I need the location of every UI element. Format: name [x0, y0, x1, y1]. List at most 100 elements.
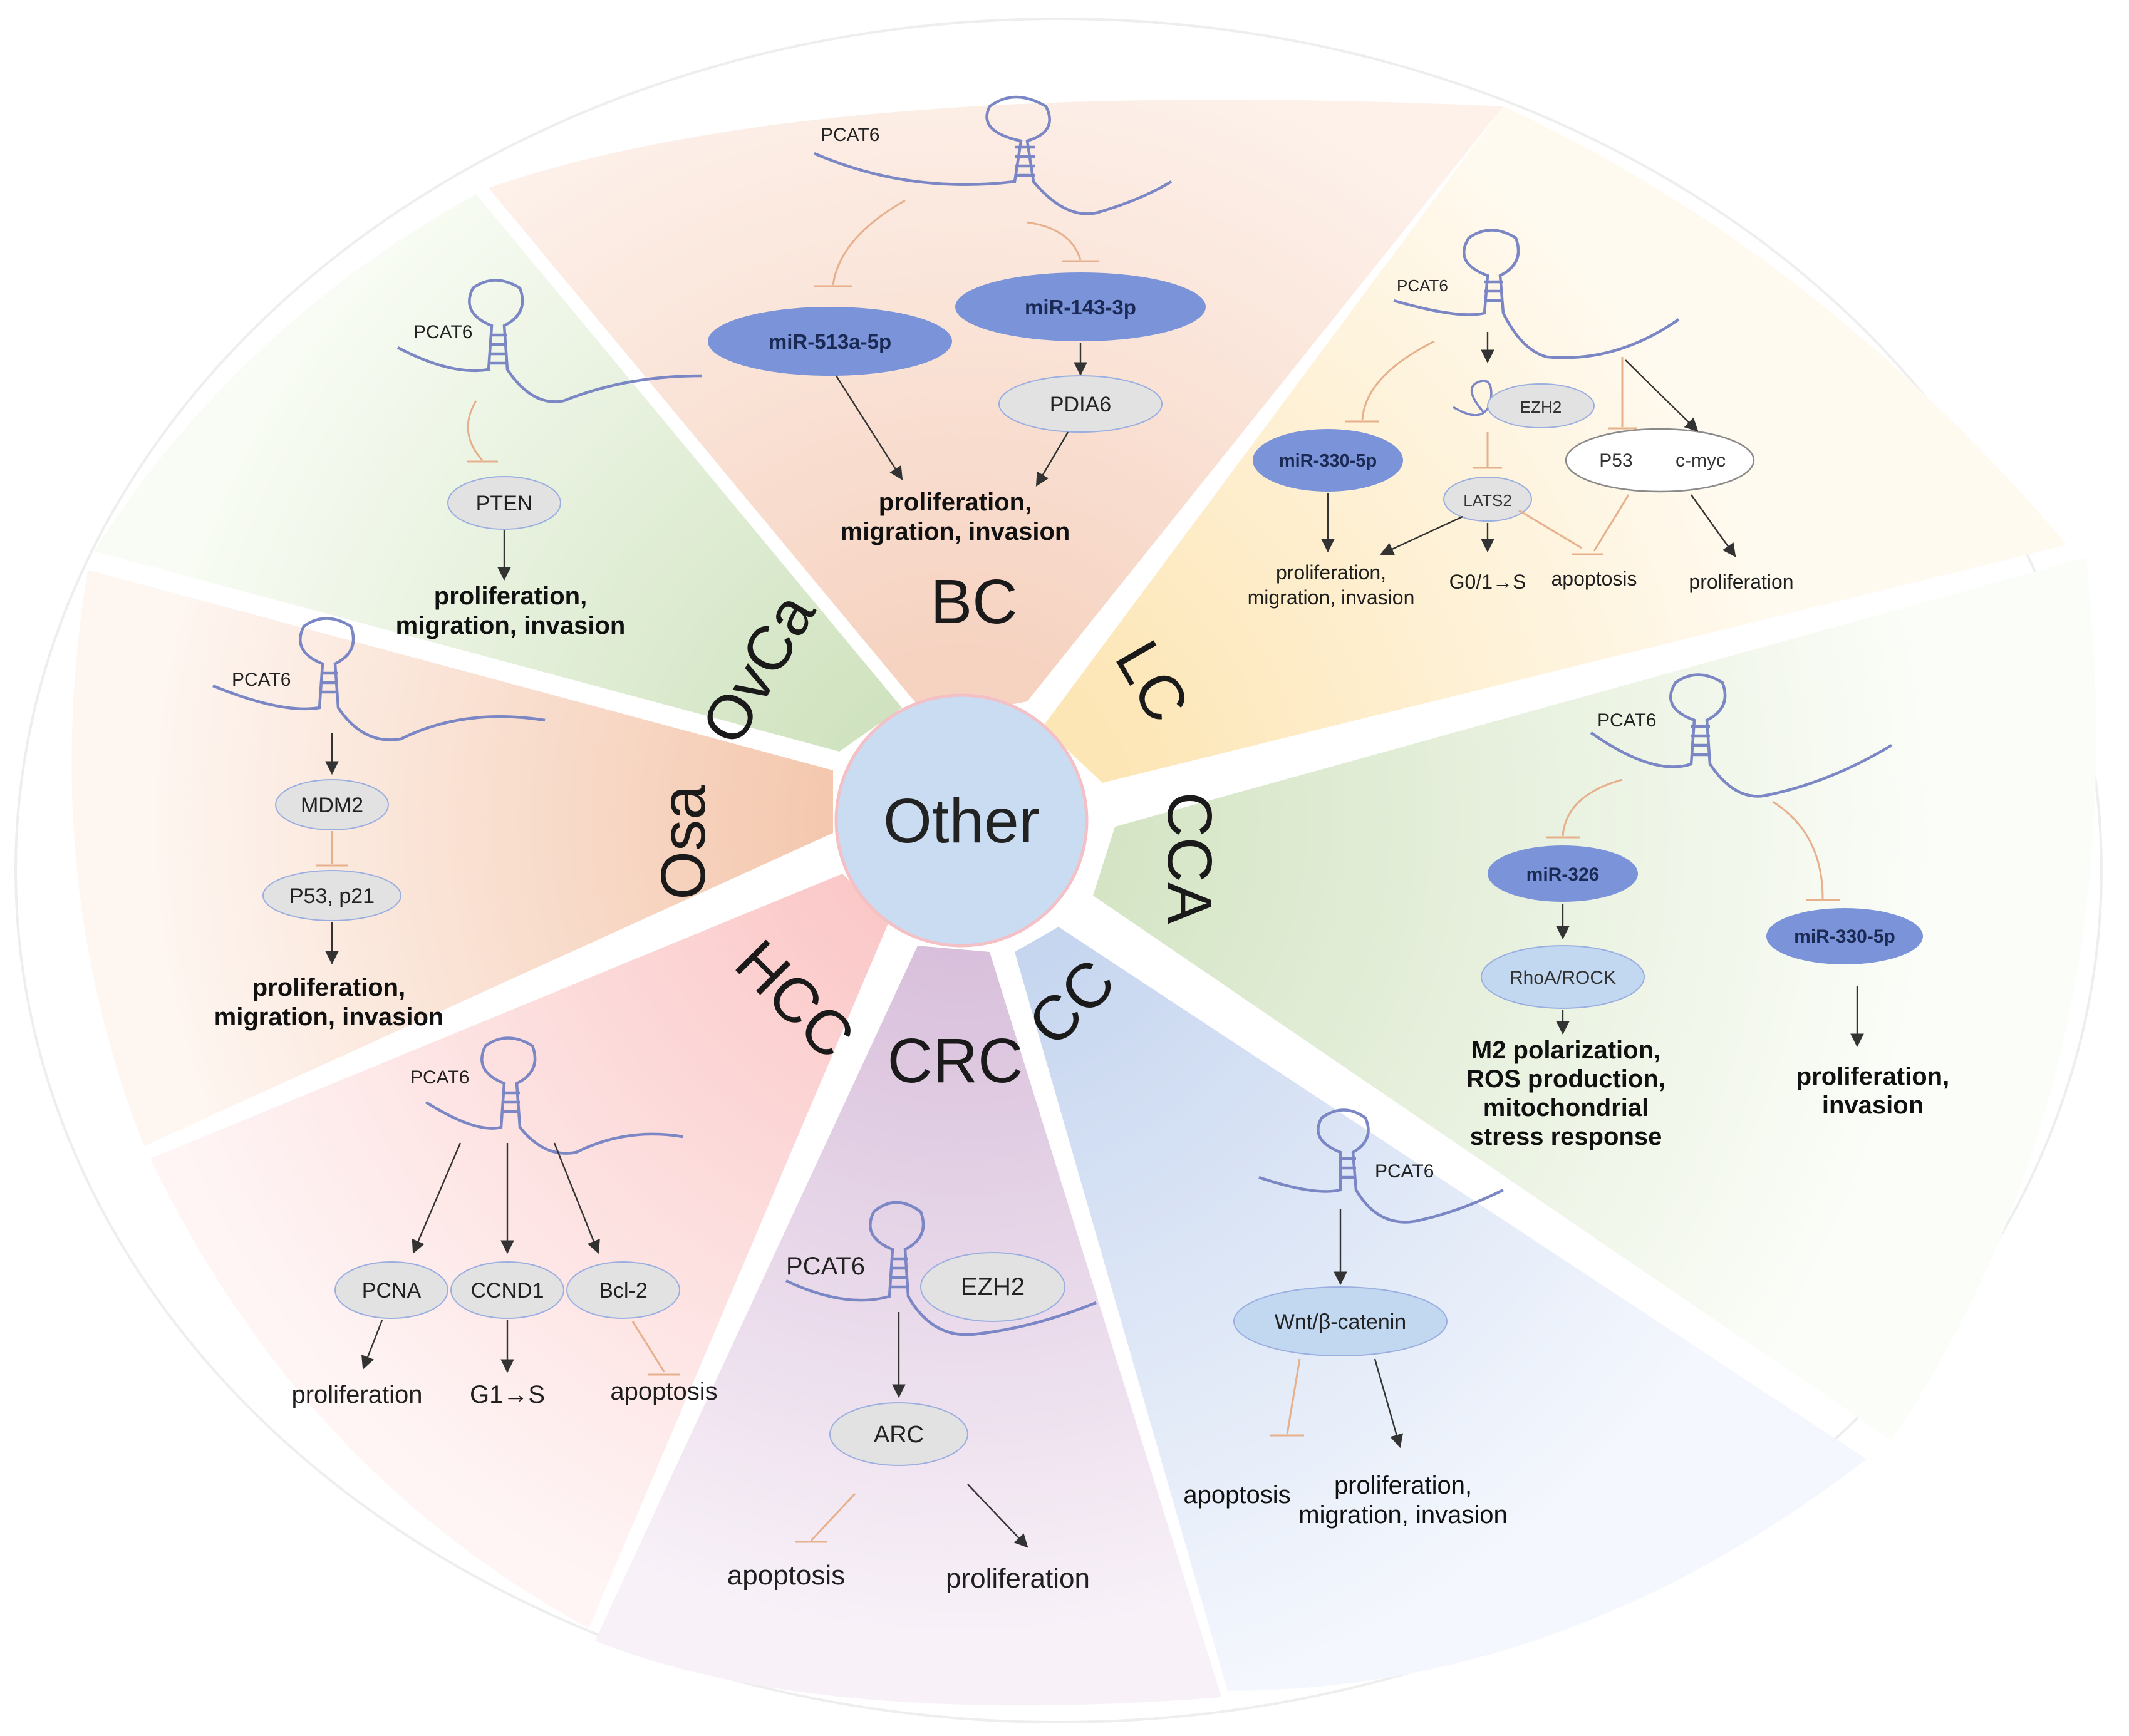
- cca-mir326-label: miR-326: [1526, 864, 1600, 885]
- bc-mir513-node: [708, 307, 952, 376]
- outer-ring: [14, 18, 2103, 1723]
- hcc-outcome-apoptosis: apoptosis: [610, 1378, 717, 1405]
- lc-cmyc-label: c-myc: [1676, 450, 1726, 471]
- lc-inhibit-p53-apop: [1593, 494, 1630, 552]
- lc-pcat6-label: PCAT6: [1397, 276, 1448, 295]
- cca-outcome-left-line4: stress response: [1470, 1123, 1662, 1150]
- hcc-pcna-node: [334, 1261, 448, 1319]
- region-label-bc: BC: [931, 567, 1018, 637]
- cc-wnt-node: [1233, 1286, 1448, 1356]
- ovca-pten-node: [447, 476, 561, 530]
- cca-inhibit-mir326: [1562, 778, 1623, 837]
- cc-pcat6-rna: [1258, 1108, 1505, 1224]
- osa-group: PCAT6 MDM2 P53, p21 proliferation, migra…: [212, 617, 546, 1031]
- lc-group: PCAT6 miR-330-5p EZH2 LATS2 P53 c-myc pr…: [1248, 229, 1794, 609]
- cc-wnt-label: Wnt/β-catenin: [1275, 1310, 1406, 1334]
- ovca-group: PCAT6 PTEN proliferation, migration, inv…: [396, 279, 702, 639]
- cca-outcome-left-line2: ROS production,: [1466, 1065, 1665, 1093]
- crc-outcome-apoptosis: apoptosis: [727, 1560, 845, 1591]
- lc-outcome-prolif-line1: proliferation,: [1276, 561, 1386, 584]
- osa-pcat6-rna: [212, 617, 546, 741]
- cca-mir330-label: miR-330-5p: [1794, 926, 1895, 947]
- lc-ezh2-rna: [1453, 380, 1493, 416]
- sector-ovca: [94, 194, 902, 752]
- cca-pcat6-rna: [1590, 673, 1893, 798]
- region-label-osa: Osa: [648, 785, 718, 900]
- hcc-pcna-label: PCNA: [362, 1279, 422, 1303]
- cc-inhibit-apop: [1286, 1358, 1301, 1435]
- center-circle: [834, 693, 1089, 948]
- lc-mir330-node: [1253, 429, 1403, 492]
- lc-outcome-cell-cycle: G0/1→S: [1449, 571, 1526, 593]
- cca-pcat6-label: PCAT6: [1597, 710, 1656, 731]
- osa-mdm2-label: MDM2: [301, 793, 363, 817]
- bc-stem-lines: [1015, 145, 1035, 177]
- cc-group: PCAT6 Wnt/β-catenin apoptosis proliferat…: [1183, 1108, 1508, 1529]
- bc-outcome-line2: migration, invasion: [841, 518, 1070, 545]
- ovca-pcat6-label: PCAT6: [413, 322, 472, 343]
- cc-outcome-apoptosis: apoptosis: [1183, 1481, 1290, 1509]
- cc-arrow-wnt-prolif: [1374, 1358, 1404, 1449]
- bc-group: PCAT6 miR-513a-5p miR-143-3p PDIA6 proli…: [708, 95, 1206, 545]
- osa-mdm2-node: [275, 779, 389, 830]
- lc-ezh2-label: EZH2: [1520, 398, 1562, 416]
- cca-inhibit-mir330: [1772, 800, 1824, 899]
- sector-lc: [1043, 106, 2067, 783]
- osa-p53-node: [262, 870, 401, 921]
- hcc-pcat6-label: PCAT6: [410, 1067, 469, 1088]
- bc-inhibit-mir143: [1027, 221, 1082, 261]
- bc-pcat6-label: PCAT6: [821, 125, 879, 145]
- cca-outcome-left-line3: mitochondrial: [1483, 1094, 1649, 1122]
- hcc-stem-lines: [502, 1091, 520, 1113]
- lc-mir330-label: miR-330-5p: [1279, 451, 1377, 471]
- hcc-arrow-bcl2: [553, 1142, 600, 1254]
- crc-stem-lines: [891, 1257, 908, 1289]
- ovca-stem-lines: [490, 333, 507, 365]
- crc-inhibit-apop: [810, 1492, 856, 1542]
- osa-stem-lines: [321, 671, 338, 694]
- lc-lats2-node: [1443, 477, 1532, 522]
- hcc-arrow-pcna-prolif: [361, 1320, 383, 1370]
- osa-outcome-line1: proliferation,: [252, 974, 405, 1001]
- lc-lats2-label: LATS2: [1463, 491, 1512, 510]
- hcc-bcl2-node: [566, 1261, 680, 1319]
- crc-ezh2-label: EZH2: [961, 1273, 1025, 1301]
- ovca-inhibit-pten: [467, 400, 484, 461]
- hcc-arrow-pcna: [412, 1142, 462, 1254]
- cca-group: PCAT6 miR-326 RhoA/ROCK miR-330-5p M2 po…: [1466, 673, 1949, 1150]
- hcc-ccnd1-label: CCND1: [470, 1279, 544, 1303]
- hcc-ccnd1-node: [450, 1261, 564, 1319]
- hcc-pcat6-rna: [425, 1036, 683, 1155]
- osa-outcome-line2: migration, invasion: [214, 1003, 444, 1031]
- bc-arrow-mir513-outcome: [835, 375, 903, 480]
- lc-p53-label: P53: [1599, 450, 1632, 471]
- cca-outcome-right-line2: invasion: [1822, 1092, 1924, 1119]
- lc-inhibit-lats2-apop: [1518, 509, 1582, 549]
- crc-pcat6-rna: [785, 1201, 1097, 1336]
- cca-outcome-left-line1: M2 polarization,: [1471, 1036, 1660, 1064]
- ovca-pten-label: PTEN: [476, 492, 533, 515]
- bc-inhibit-mir513: [832, 199, 906, 286]
- crc-arrow-arc-prolif: [967, 1484, 1028, 1548]
- crc-group: PCAT6 EZH2 ARC apoptosis proliferation: [727, 1201, 1097, 1594]
- lc-outcome-apoptosis: apoptosis: [1551, 567, 1637, 590]
- lc-inhibit-mir330: [1361, 340, 1435, 420]
- lc-stem-lines: [1484, 280, 1503, 302]
- bc-mir513-label: miR-513a-5p: [769, 330, 891, 353]
- cca-rhoa-node: [1481, 945, 1645, 1009]
- cc-stem-lines: [1339, 1157, 1356, 1179]
- lc-ezh2-node: [1487, 383, 1595, 428]
- cca-mir326-node: [1488, 845, 1638, 902]
- sector-bc: [489, 100, 1503, 720]
- sector-osa: [71, 570, 833, 1146]
- osa-p53-label: P53, p21: [289, 884, 375, 908]
- bc-arrow-pdia6-outcome: [1035, 431, 1069, 487]
- lc-arrow-lats2-prolif: [1380, 515, 1463, 555]
- osa-pcat6-label: PCAT6: [232, 669, 291, 690]
- hcc-outcome-cell-cycle: G1→S: [470, 1381, 545, 1408]
- lc-pcat6-rna: [1393, 229, 1680, 359]
- lc-outcome-prolif-line2: migration, invasion: [1248, 586, 1415, 609]
- cc-outcome-prolif-line1: proliferation,: [1334, 1472, 1472, 1499]
- crc-pcat6-label: PCAT6: [786, 1253, 865, 1280]
